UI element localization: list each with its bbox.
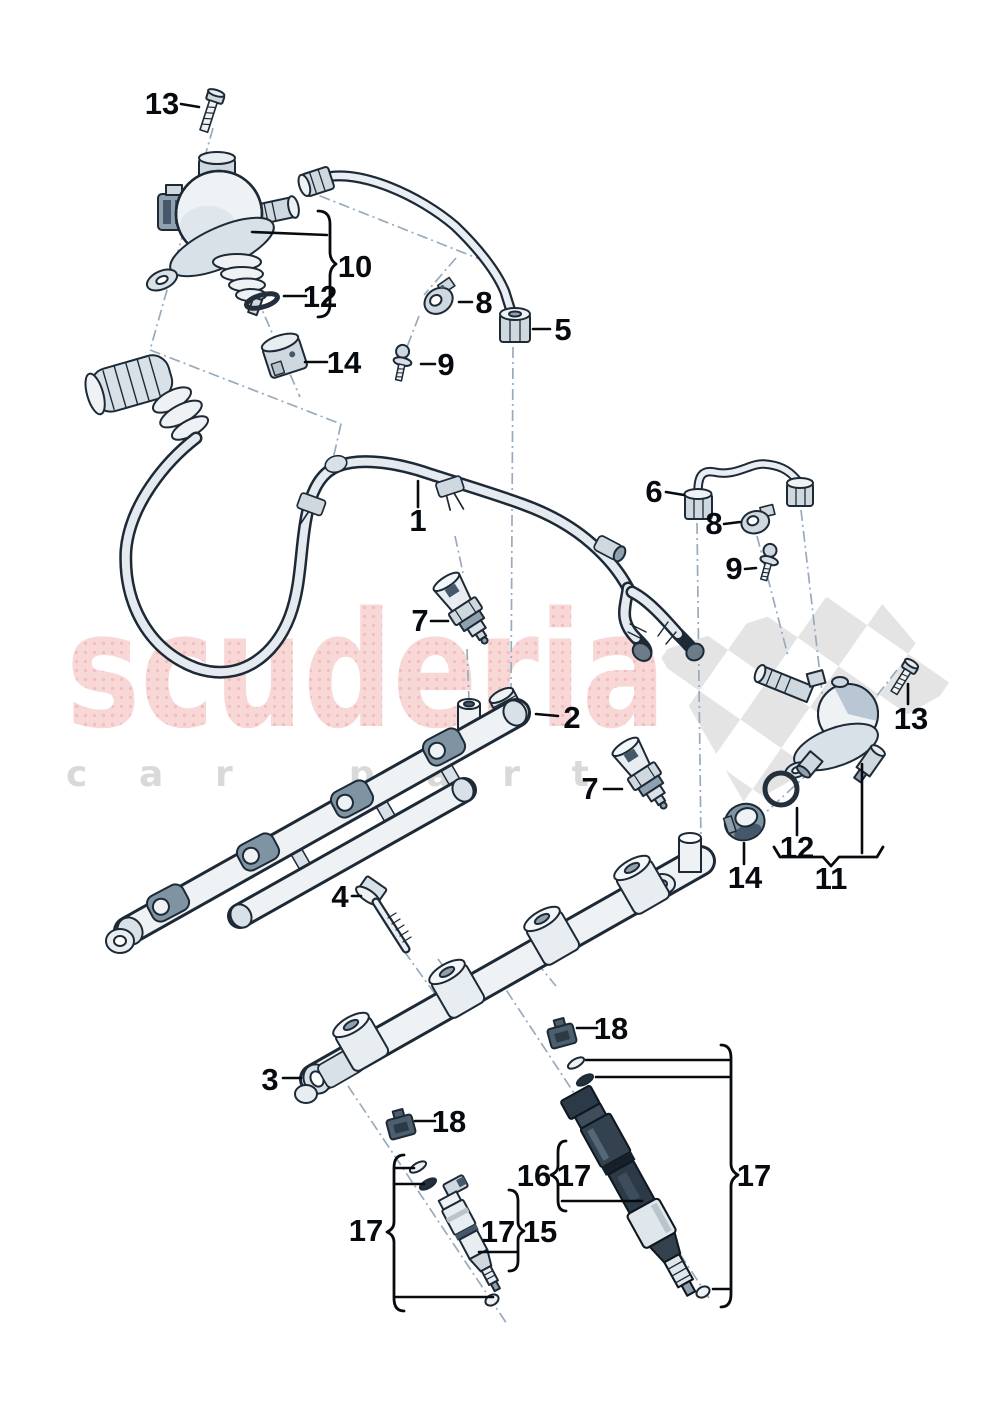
callout-18-bank2: 18 [594, 1011, 628, 1046]
tip-seal-bank1 [484, 1293, 500, 1307]
screw-9-rear [759, 542, 779, 582]
injector-15 [437, 1174, 501, 1293]
injector-clip-18-bank2 [546, 1017, 578, 1050]
callout-3: 3 [261, 1062, 278, 1097]
rail-bolt-4 [355, 875, 412, 954]
bracket-16 [549, 1139, 568, 1213]
sleeve-14-front [260, 332, 308, 379]
tip-seal-bank2 [695, 1285, 711, 1299]
callout-17-bank2-outer: 17 [737, 1158, 771, 1193]
callout-2: 2 [563, 700, 580, 735]
callout-18-bank1: 18 [432, 1104, 466, 1139]
injector-clip-18-bank1 [385, 1108, 417, 1141]
callout-17-bank1-inner: 17 [481, 1214, 515, 1249]
connecting-pipe-6 [683, 459, 814, 520]
callout-14-front: 14 [327, 345, 362, 380]
clamp-8-rear [740, 503, 776, 535]
bracket-11 [772, 845, 885, 868]
fuel-supply-line-1 [84, 354, 705, 679]
callout-16: 16 [517, 1158, 551, 1193]
rail-2-clips [145, 727, 467, 923]
o-ring-12-rear [762, 770, 800, 808]
callout-1: 1 [409, 503, 426, 538]
bracket-10 [316, 209, 338, 319]
bracket-17-bank2 [719, 1043, 740, 1309]
injector-16 [560, 1085, 697, 1297]
rail-3-cups [332, 854, 671, 1072]
screw-9-front [392, 343, 413, 382]
backup-ring-bank1 [408, 1160, 428, 1174]
bracket-15 [507, 1188, 526, 1273]
hp-pump-rear [753, 663, 886, 784]
callout-13-rear: 13 [894, 701, 928, 736]
pressure-sensor-7-bank2 [611, 736, 668, 810]
callout-6: 6 [645, 474, 662, 509]
callout-12-rear: 12 [780, 830, 814, 865]
callout-11: 11 [815, 861, 848, 896]
fuel-rail-2 [105, 686, 531, 954]
fuel-rail-3 [294, 832, 716, 1104]
callout-14-rear: 14 [728, 860, 763, 895]
bracket-17-bank1 [385, 1153, 406, 1313]
callout-8-front: 8 [475, 285, 492, 320]
callout-17-bank2-inner: 17 [557, 1158, 591, 1193]
callout-4: 4 [331, 879, 349, 914]
callout-15: 15 [523, 1214, 557, 1249]
backup-ring-bank2 [566, 1056, 586, 1070]
pressure-pipe-front [297, 166, 531, 343]
watermark-brand: scuderia [66, 577, 666, 764]
callout-17-bank1-outer: 17 [349, 1213, 383, 1248]
parts-layer [84, 88, 920, 1307]
callout-brackets [316, 209, 885, 1313]
seal-ring-bank1 [418, 1177, 438, 1191]
screw-13-rear [890, 657, 920, 696]
seal-ring-bank2 [575, 1073, 595, 1087]
union-nut-5 [499, 307, 531, 343]
callout-7-bank2: 7 [581, 771, 598, 806]
callout-labels: 13 10 12 14 8 9 5 1 6 8 9 7 2 7 13 12 14… [145, 86, 928, 1249]
callout-8-rear: 8 [705, 506, 722, 541]
pressure-sensor-7-bank1 [432, 571, 489, 645]
callout-5: 5 [554, 312, 571, 347]
callout-10: 10 [338, 249, 372, 284]
o-ring-12-front [244, 291, 280, 311]
callout-7-bank1: 7 [411, 603, 428, 638]
callout-9-front: 9 [437, 347, 454, 382]
callout-12-front: 12 [303, 279, 337, 314]
callout-leaders [179, 102, 910, 1299]
callout-9-rear: 9 [725, 551, 742, 586]
callout-13-front: 13 [145, 86, 179, 121]
screw-13-front [199, 88, 226, 134]
hp-pump-front [145, 151, 300, 317]
clamp-8-front [423, 276, 456, 315]
sleeve-14-rear [722, 802, 766, 842]
